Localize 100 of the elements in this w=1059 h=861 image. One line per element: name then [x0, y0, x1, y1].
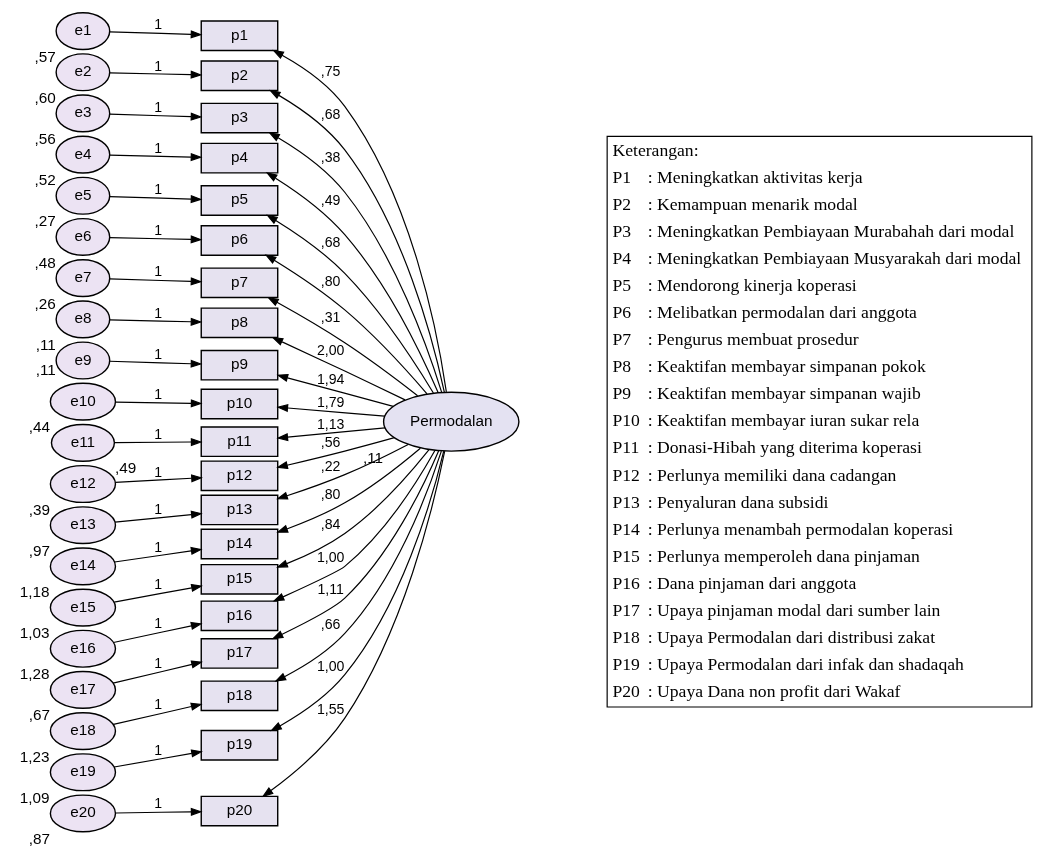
arrow [113, 546, 203, 563]
node-box: p10 [200, 388, 278, 420]
node-box: p16 [200, 600, 278, 632]
arrow [113, 437, 203, 447]
label: : Donasi-Hibah yang diterima koperasi [647, 437, 922, 458]
label: : Perlunya memperoleh dana pinjaman [647, 545, 920, 566]
node-box: p13 [200, 494, 278, 526]
node-ellipse: e12 [49, 464, 116, 504]
node-box: p20 [200, 795, 278, 827]
arrow [108, 194, 202, 204]
node-box: p11 [200, 426, 278, 458]
node-ellipse: e1 [54, 12, 110, 51]
label: : Dana pinjaman dari anggota [647, 572, 856, 593]
label: P15 [611, 545, 640, 566]
edge-label: ,80 [320, 485, 340, 502]
arrow [275, 449, 429, 568]
node-ellipse: e18 [49, 712, 116, 751]
label: P18 [611, 626, 640, 647]
node-label: ,11 [35, 335, 56, 353]
label: : Keaktifan membayar simpanan wajib [647, 383, 921, 404]
arrow [265, 214, 434, 394]
label: P11 [611, 437, 639, 458]
arrow [272, 449, 435, 602]
label: : Upaya Permodalan dari infak dan shadaqah [647, 653, 964, 674]
label: : Keaktifan membayar simpanan pokok [647, 356, 926, 377]
label: : Meningkatkan aktivitas kerja [647, 166, 863, 187]
node-box: p15 [200, 563, 278, 595]
label: : Upaya Permodalan dari distribusi zakat [647, 626, 935, 647]
edge-label: 1,55 [316, 701, 344, 718]
label: P16 [611, 572, 640, 593]
edge-label: ,75 [320, 63, 340, 80]
node-ellipse: e4 [54, 135, 110, 174]
edge-label: ,22 [320, 457, 340, 474]
label: P3 [611, 220, 631, 241]
node-label: ,11 [362, 449, 383, 467]
arrow [113, 749, 203, 768]
node-ellipse: e10 [49, 382, 116, 421]
arrow [113, 583, 203, 603]
arrow [267, 131, 442, 393]
label: P14 [611, 518, 640, 539]
label: : Melibatkan permodalan dari anggota [647, 302, 917, 323]
node-label: 1,09 [19, 788, 49, 806]
edge-label: 1 [153, 139, 162, 156]
node-box: p18 [200, 680, 278, 712]
node-label: 1,18 [19, 582, 49, 600]
arrow [108, 277, 202, 286]
edge-label: ,38 [320, 149, 340, 166]
arrow [275, 437, 395, 470]
edge-label: 1 [153, 98, 162, 115]
arrow [271, 450, 439, 640]
label: P8 [611, 356, 631, 377]
label: : Keaktifan membayar iuran sukar rela [647, 410, 919, 431]
label: : Upaya Dana non profit dari Wakaf [647, 680, 900, 701]
edge-label: 1 [153, 538, 162, 555]
node-ellipse: e9 [54, 341, 110, 380]
edge-label: ,80 [320, 272, 340, 289]
node-ellipse: e5 [54, 176, 110, 215]
node-label: ,44 [28, 418, 50, 436]
node-label: ,49 [114, 459, 136, 477]
node-box: p12 [200, 460, 278, 492]
edge-label: 1 [153, 181, 162, 198]
edge-label: 1 [153, 696, 162, 713]
edge-label: ,31 [320, 309, 340, 326]
node-box: p14 [200, 528, 278, 560]
node-ellipse: e15 [49, 588, 116, 627]
label: P12 [611, 464, 640, 485]
node-box: p9 [200, 349, 278, 381]
label: P10 [611, 410, 640, 431]
arrow [114, 399, 203, 408]
arrow [108, 30, 202, 39]
node-label: ,27 [33, 212, 56, 230]
label: : Pengurus membuat prosedur [647, 329, 859, 350]
node-box: p8 [200, 307, 278, 339]
edge-label: 1 [153, 16, 162, 33]
node-ellipse: e20 [49, 794, 116, 833]
edge-label: 1 [153, 742, 162, 759]
node-label: ,48 [33, 253, 56, 271]
arrow [114, 807, 203, 816]
node-label: ,67 [28, 706, 50, 724]
label: Keterangan: [611, 139, 699, 160]
arrow [275, 373, 394, 407]
label: : Kemampuan menarik modal [647, 193, 858, 214]
node-label: ,39 [28, 500, 50, 518]
arrow [275, 443, 409, 500]
edge-label: ,68 [320, 234, 340, 251]
label: P4 [611, 248, 631, 269]
node-box: p5 [200, 185, 278, 216]
node-label: 1,28 [19, 665, 49, 683]
edge-label: 2,00 [316, 342, 344, 359]
node-label: ,11 [35, 360, 56, 378]
node-box: p7 [200, 267, 278, 299]
node-ellipse: e2 [54, 53, 110, 92]
edge-label: 1,13 [316, 416, 344, 433]
edge-label: 1 [153, 304, 162, 321]
edge-label: 1,00 [316, 657, 344, 674]
edge-label: 1 [153, 655, 162, 672]
arrow [108, 70, 202, 79]
edge-label: 1 [153, 615, 162, 632]
node-ellipse: e19 [49, 753, 116, 792]
node-box: p4 [200, 142, 278, 174]
